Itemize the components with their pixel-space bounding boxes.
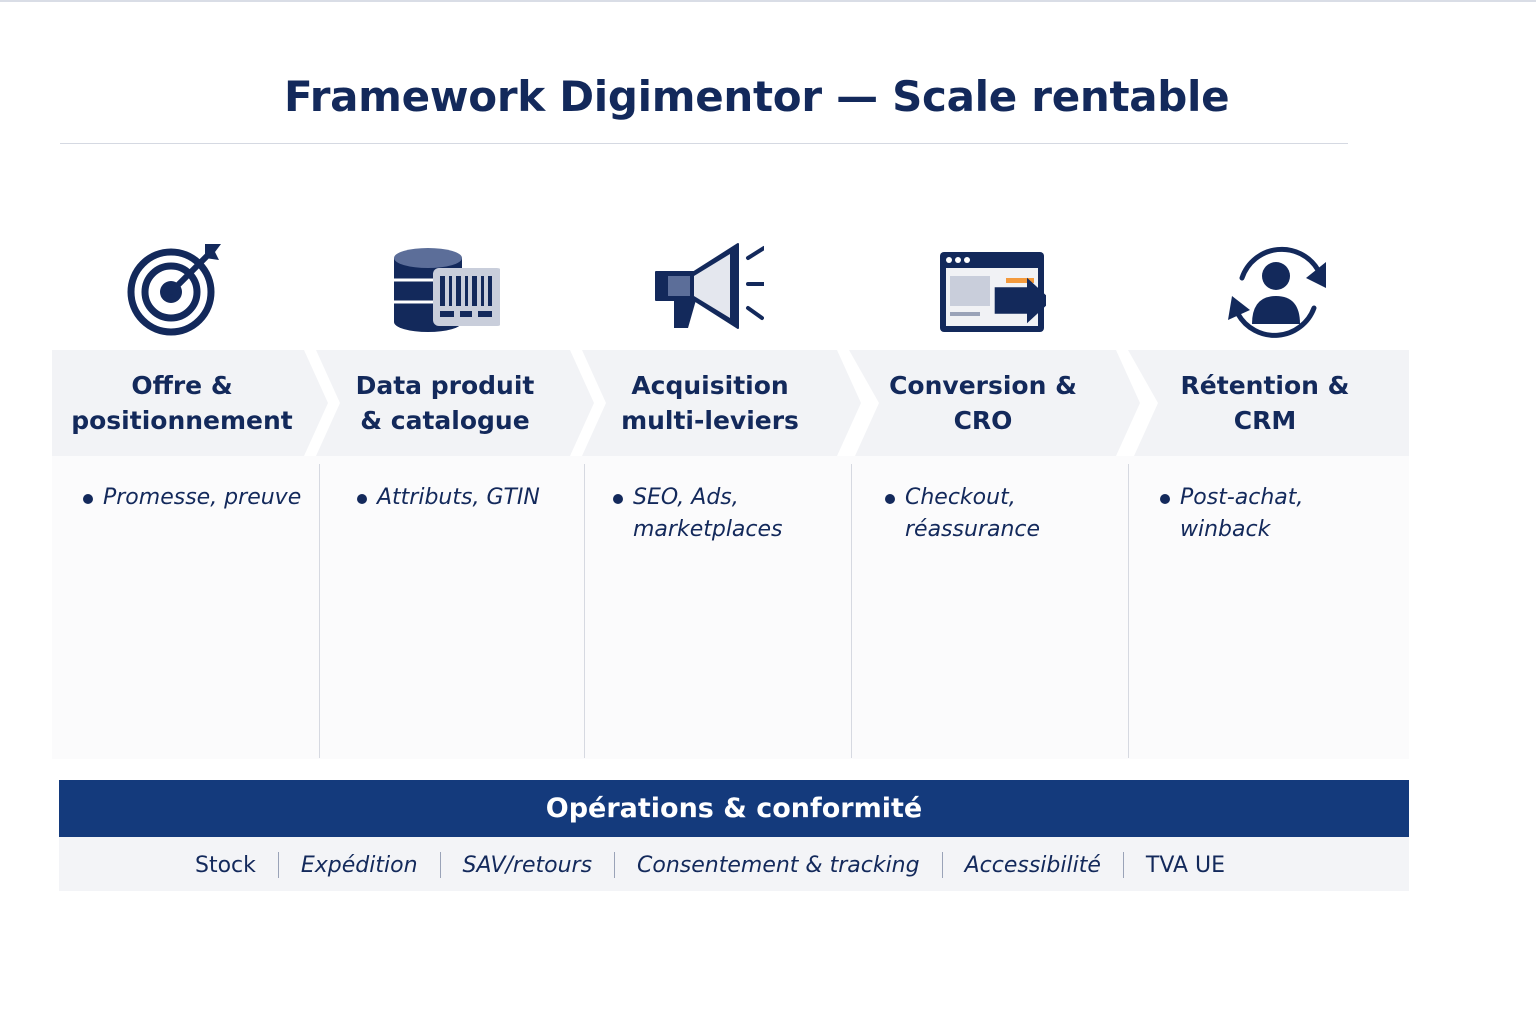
- bullet-text: SEO, Ads, marketplaces: [633, 485, 783, 542]
- database-barcode-icon: [390, 236, 500, 346]
- column-divider: [319, 464, 320, 758]
- column-divider: [851, 464, 852, 758]
- operations-separator: [439, 852, 441, 878]
- operations-separator: [614, 852, 616, 878]
- bullet-text: Checkout, réassurance: [905, 485, 1041, 542]
- operations-separator: [277, 852, 279, 878]
- bullet-dot: [1160, 494, 1170, 504]
- operations-item-stock: Stock: [195, 852, 256, 878]
- stage-chevron-4: [849, 350, 1140, 456]
- operations-bar: Opérations & conformité: [59, 780, 1409, 837]
- page-title: Framework Digimentor — Scale rentable: [284, 72, 1230, 121]
- top-border: [0, 0, 1536, 2]
- target-arrow-icon: [121, 236, 231, 346]
- operations-items: Stock Expédition SAV/retours Consentemen…: [195, 848, 1225, 882]
- megaphone-icon: [654, 236, 764, 346]
- bullet-text: Promesse, preuve: [103, 485, 302, 510]
- operations-item-accessibilite: Accessibilité: [964, 852, 1101, 878]
- stage-label-retention: Rétention & CRM: [1180, 371, 1350, 435]
- stage-bullet-conversion: Checkout, réassurance: [885, 482, 1055, 546]
- bullet-text: Attributs, GTIN: [377, 485, 540, 510]
- stage-bullet-data-produit: Attributs, GTIN: [357, 482, 587, 514]
- stage-details-panel: [52, 456, 1409, 759]
- operations-item-consentement: Consentement & tracking: [637, 852, 920, 878]
- bullet-dot: [885, 494, 895, 504]
- operations-item-sav: SAV/retours: [462, 852, 593, 878]
- stage-chevron-2: [316, 350, 594, 456]
- bullet-dot: [357, 494, 367, 504]
- stage-bullet-acquisition: SEO, Ads, marketplaces: [613, 482, 783, 546]
- stage-chevron-band: [52, 350, 1409, 456]
- column-divider: [1128, 464, 1129, 758]
- operations-strip: [59, 837, 1409, 891]
- bullet-text: Post-achat, winback: [1180, 485, 1304, 542]
- operations-separator: [1122, 852, 1124, 878]
- bullet-dot: [613, 494, 623, 504]
- stage-label-acquisition: Acquisition multi-leviers: [621, 371, 799, 435]
- operations-separator: [941, 852, 943, 878]
- column-divider: [584, 464, 585, 758]
- browser-arrow-icon: [936, 236, 1046, 346]
- stage-bullet-retention: Post-achat, winback: [1160, 482, 1330, 546]
- stage-chevron-5: [1128, 350, 1409, 456]
- user-cycle-icon: [1222, 236, 1332, 346]
- operations-title: Opérations & conformité: [545, 793, 923, 824]
- stage-label-conversion: Conversion & CRO: [889, 371, 1077, 435]
- stage-chevron-3: [582, 350, 861, 456]
- stage-label-offre: Offre & positionnement: [71, 371, 293, 435]
- operations-item-tva: TVA UE: [1145, 852, 1226, 878]
- stage-label-data-produit: Data produit & catalogue: [355, 371, 535, 435]
- operations-item-expedition: Expédition: [300, 852, 418, 878]
- bullet-dot: [83, 494, 93, 504]
- title-divider: [60, 143, 1348, 144]
- stage-chevron-1: [52, 350, 328, 456]
- stage-bullet-offre: Promesse, preuve: [83, 482, 313, 514]
